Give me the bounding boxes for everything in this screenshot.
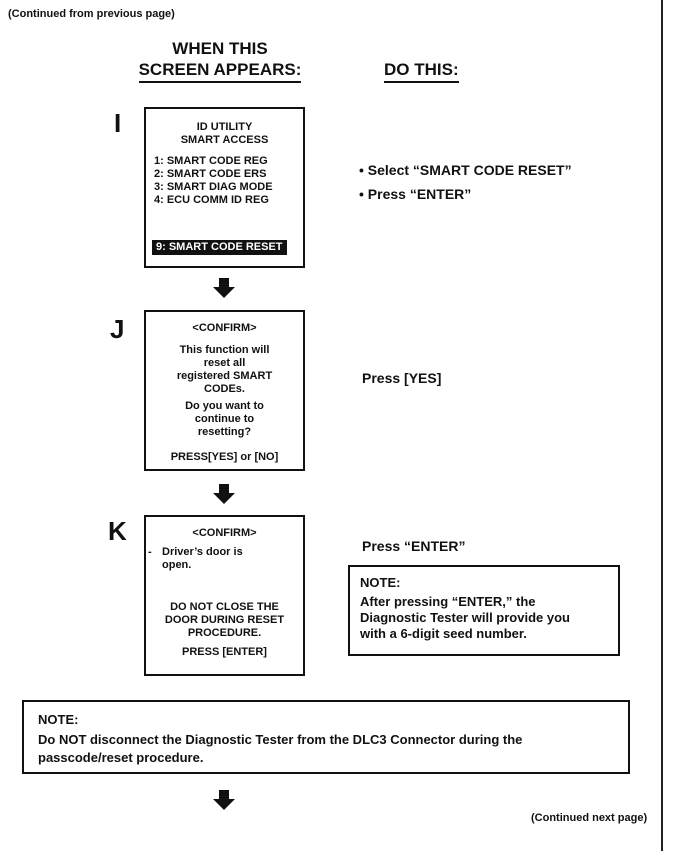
menu-item: 3: SMART DIAG MODE [154, 181, 273, 193]
bottom-note: NOTE: Do NOT disconnect the Diagnostic T… [22, 700, 630, 774]
screen-i: ID UTILITY SMART ACCESS 1: SMART CODE RE… [144, 107, 305, 268]
screen-text-line: This function will [179, 344, 270, 356]
header-when-line2: SCREEN APPEARS: [138, 59, 302, 83]
screen-text-line: open. [162, 559, 192, 571]
screen-i-menu: 1: SMART CODE REG 2: SMART CODE ERS 3: S… [146, 155, 303, 207]
screen-i-title1: ID UTILITY [196, 121, 253, 133]
bottom-note-line: Do NOT disconnect the Diagnostic Tester … [38, 732, 523, 747]
instructions-i: • Select “SMART CODE RESET” • Press “ENT… [359, 158, 572, 206]
note-k-line: Diagnostic Tester will provide you [360, 610, 570, 625]
screen-j-prompt: PRESS[YES] or [NO] [170, 451, 279, 463]
bottom-note-title: NOTE: [38, 712, 79, 727]
vertical-rule [661, 0, 663, 851]
step-letter-k: K [108, 516, 127, 546]
header-do-this-label: DO THIS: [384, 60, 459, 83]
menu-item-highlighted: 9: SMART CODE RESET [152, 240, 287, 255]
screen-text-line: continue to [194, 413, 255, 425]
dash-glyph: - [148, 546, 152, 558]
step-letter-j: J [110, 314, 125, 344]
down-arrow-icon [213, 278, 235, 298]
instruction-item: • Select “SMART CODE RESET” [359, 162, 572, 178]
screen-text-line: DOOR DURING RESET [164, 614, 285, 626]
screen-j-title: <CONFIRM> [192, 322, 257, 334]
screen-j: <CONFIRM> This function will reset all r… [144, 310, 305, 471]
instruction-k: Press “ENTER” [362, 538, 466, 554]
menu-item: 1: SMART CODE REG [154, 155, 268, 167]
down-arrow-icon [213, 484, 235, 504]
screen-j-text: This function will reset all registered … [146, 344, 303, 439]
screen-k-title: <CONFIRM> [192, 527, 257, 539]
bottom-note-line: passcode/reset procedure. [38, 750, 204, 765]
header-when: WHEN THIS SCREEN APPEARS: [130, 38, 310, 83]
bullet-icon: • [359, 162, 368, 178]
screen-text-line: Do you want to [185, 400, 264, 412]
note-k-line: with a 6-digit seed number. [360, 626, 527, 641]
screen-k: <CONFIRM> - Driver’s door is open. DO NO… [144, 515, 305, 676]
menu-item: 4: ECU COMM ID REG [154, 194, 269, 206]
header-when-line1: WHEN THIS [172, 39, 268, 58]
note-k: NOTE: After pressing “ENTER,” the Diagno… [348, 565, 620, 656]
header-do-this: DO THIS: [384, 60, 459, 83]
screen-text-line: CODEs. [204, 383, 245, 395]
screen-k-message: - Driver’s door is open. [146, 546, 303, 572]
down-arrow-icon [213, 790, 235, 810]
note-k-line: After pressing “ENTER,” the [360, 594, 536, 609]
screen-k-warning: DO NOT CLOSE THE DOOR DURING RESET PROCE… [146, 601, 303, 640]
screen-i-title2: SMART ACCESS [180, 134, 269, 146]
continued-next-label: (Continued next page) [531, 812, 648, 824]
screen-k-prompt: PRESS [ENTER] [182, 646, 267, 658]
screen-text-line: resetting? [197, 426, 252, 438]
screen-text-line: registered SMART [176, 370, 273, 382]
screen-text-line: PROCEDURE. [187, 627, 262, 639]
bullet-icon: • [359, 186, 368, 202]
screen-text-line: reset all [203, 357, 246, 369]
menu-item: 2: SMART CODE ERS [154, 168, 267, 180]
note-k-title: NOTE: [360, 575, 401, 590]
instruction-item: • Press “ENTER” [359, 186, 472, 202]
screen-text-line: DO NOT CLOSE THE [170, 601, 279, 613]
step-letter-i: I [114, 108, 122, 138]
instruction-j: Press [YES] [362, 370, 442, 386]
screen-text-line: Driver’s door is [162, 546, 243, 558]
continued-from-label: (Continued from previous page) [8, 8, 175, 20]
